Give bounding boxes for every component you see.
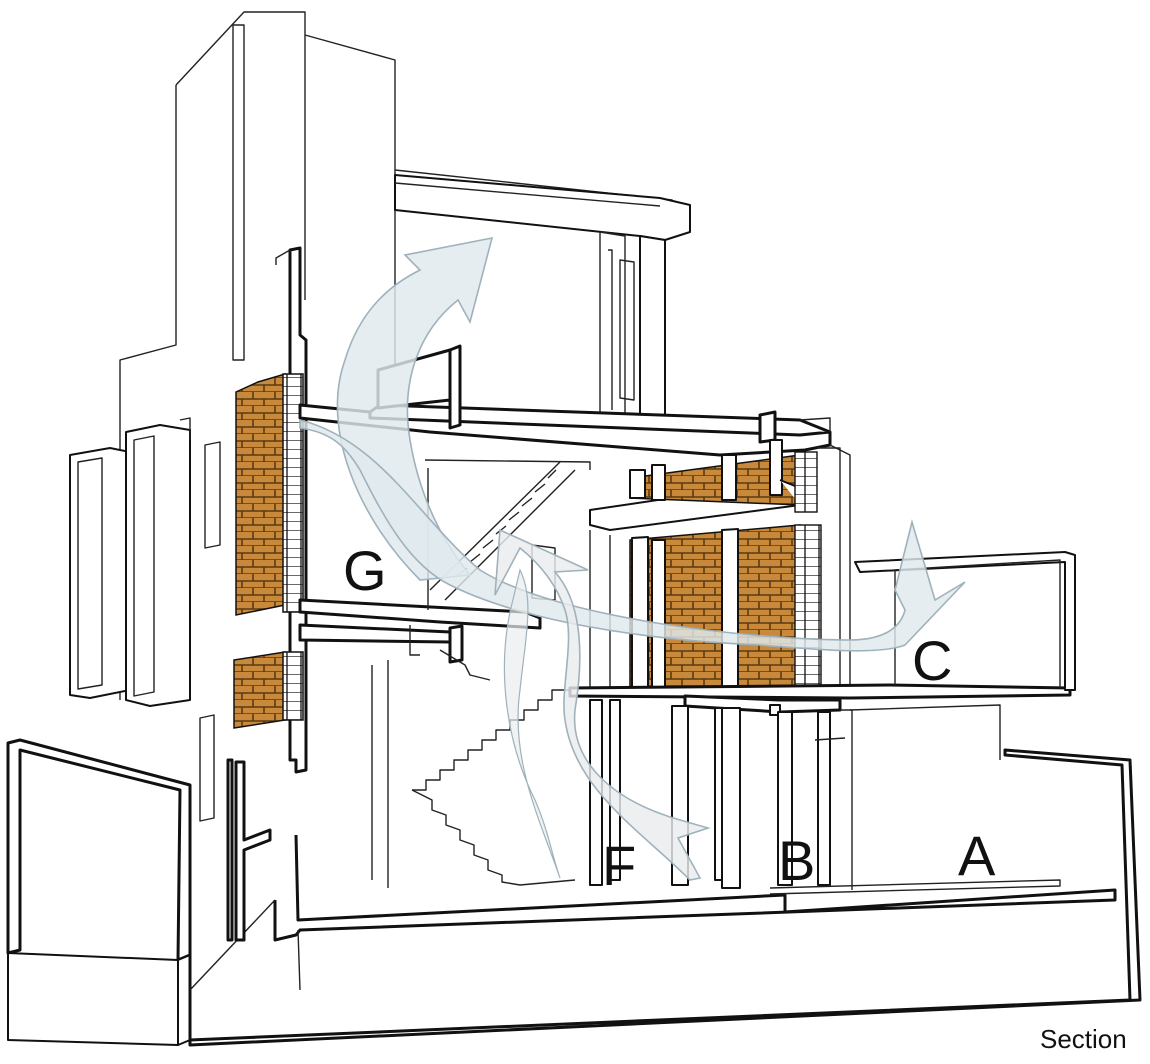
outer-base <box>6 738 1142 1047</box>
label-g: G <box>343 539 387 602</box>
airflow-arrow-rising <box>494 528 711 881</box>
section-caption: Section <box>1040 1024 1127 1054</box>
left-facade-boxes <box>69 417 221 822</box>
label-b: B <box>778 829 815 892</box>
brick-screen-lower-left <box>233 651 304 729</box>
roof-frame <box>394 174 691 421</box>
label-a: A <box>958 824 996 887</box>
room-c-box <box>854 551 1076 691</box>
label-f: F <box>602 834 636 897</box>
airflow-arrow-horizontal <box>299 418 966 652</box>
lower-stair <box>371 649 576 888</box>
ground-level-frame <box>568 683 1072 890</box>
brick-screen-upper-left <box>235 372 304 616</box>
right-frame <box>589 439 851 691</box>
middle-floor-slab <box>298 598 542 664</box>
label-c: C <box>912 629 952 692</box>
